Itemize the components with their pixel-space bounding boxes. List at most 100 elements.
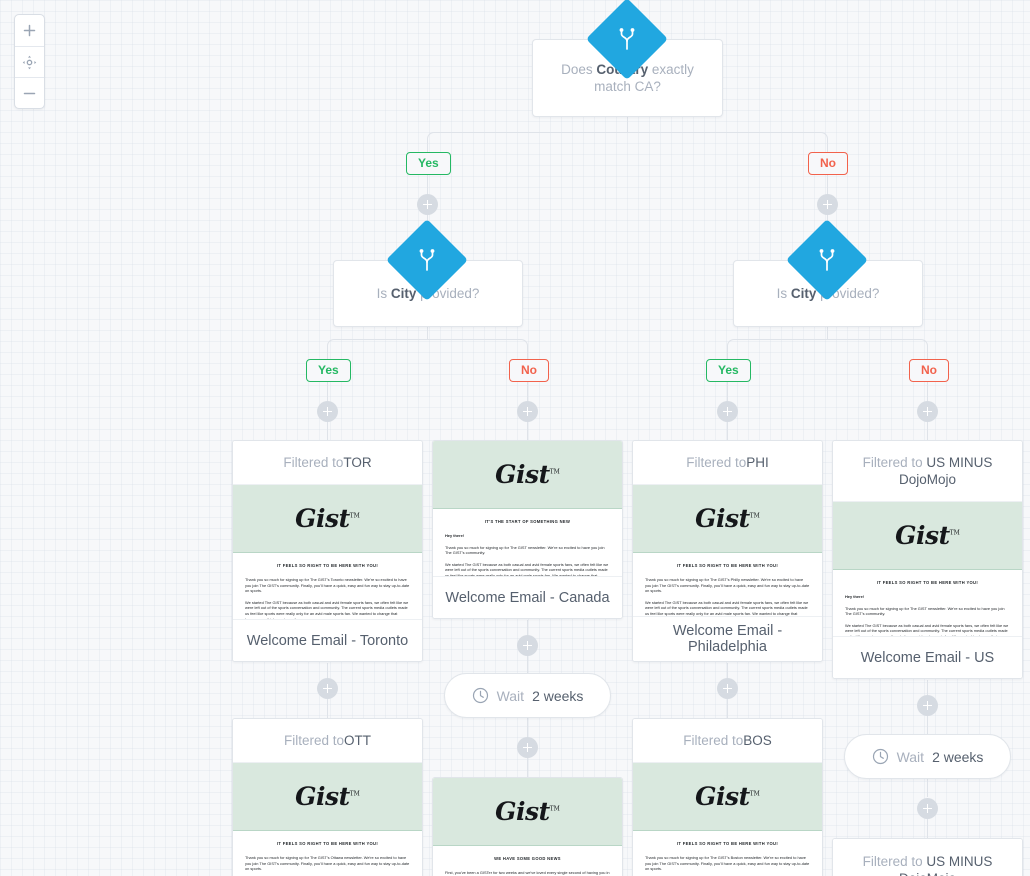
decision-diamond-country[interactable]	[585, 0, 669, 81]
clock-icon	[872, 748, 888, 765]
email-body: IT FEELS SO RIGHT TO BE HERE WITH YOU! T…	[233, 553, 422, 619]
branch-split-icon	[419, 249, 435, 271]
email-body: IT FEELS SO RIGHT TO BE HERE WITH YOU! H…	[833, 570, 1022, 636]
decision-city-left-field: City	[390, 286, 417, 301]
fit-to-screen-button[interactable]	[15, 46, 44, 77]
connector-corner-cityL-right	[427, 339, 528, 355]
wait-node-canada[interactable]: Wait 2 weeks	[444, 673, 611, 718]
connector-phi-down-b	[727, 699, 728, 719]
connector-uswait-down-b	[927, 817, 928, 838]
add-step-button-city-right-no[interactable]	[917, 401, 938, 422]
add-step-button-root-no[interactable]	[817, 194, 838, 215]
decision-city-right-field: City	[790, 286, 817, 301]
branch-badge-no-city-right[interactable]: No	[909, 359, 949, 382]
email-heading: IT FEELS SO RIGHT TO BE HERE WITH YOU!	[276, 563, 379, 568]
filter-value: US MINUS DojoMojo	[898, 455, 993, 487]
email-card-tor[interactable]: Filtered to TOR GistTM IT FEELS SO RIGHT…	[232, 440, 423, 662]
decision-diamond-city-left[interactable]	[385, 218, 469, 302]
zoom-controls	[14, 14, 45, 109]
connector-corner-cityR-left	[727, 339, 828, 355]
add-step-button-after-phi[interactable]	[717, 678, 738, 699]
email-card-bos-filter: Filtered to BOS	[633, 719, 822, 763]
email-heading: IT FEELS SO RIGHT TO BE HERE WITH YOU!	[676, 841, 779, 846]
add-step-button-root-yes[interactable]	[417, 194, 438, 215]
email-paragraph-1: Thank you so much for signing up for The…	[245, 855, 410, 872]
connector-wait-down	[527, 718, 528, 738]
email-card-good-news-preview: GistTM WE HAVE SOME GOOD NEWS First, you…	[433, 778, 622, 876]
add-step-button-after-us[interactable]	[917, 695, 938, 716]
branch-badge-yes-city-left[interactable]: Yes	[306, 359, 351, 382]
email-card-us[interactable]: Filtered to US MINUS DojoMojo GistTM IT …	[832, 440, 1023, 679]
zoom-in-button[interactable]	[15, 15, 44, 46]
email-card-phi[interactable]: Filtered to PHI GistTM IT FEELS SO RIGHT…	[632, 440, 823, 662]
email-card-ott[interactable]: Filtered to OTT GistTM IT FEELS SO RIGHT…	[232, 718, 423, 876]
connector-corner-cityL-left	[327, 339, 428, 355]
gist-logo: GistTM	[895, 521, 960, 550]
filter-text: Filtered to US MINUS DojoMojo	[845, 454, 1010, 488]
email-greeting: Hey there!	[445, 533, 465, 538]
connector-root-down	[627, 117, 628, 133]
add-step-button-after-canada-wait[interactable]	[517, 737, 538, 758]
fit-screen-icon	[22, 55, 37, 69]
email-paragraph-1: Thank you so much for signing up for The…	[645, 855, 810, 872]
email-body: WE HAVE SOME GOOD NEWS First, you've bee…	[433, 846, 622, 876]
email-heading: IT FEELS SO RIGHT TO BE HERE WITH YOU!	[676, 563, 779, 568]
connector-wait-down-b	[527, 758, 528, 777]
email-card-us-filter: Filtered to US MINUS DojoMojo	[833, 441, 1022, 502]
email-card-bos[interactable]: Filtered to BOS GistTM IT FEELS SO RIGHT…	[632, 718, 823, 876]
add-step-button-city-right-yes[interactable]	[717, 401, 738, 422]
filter-prefix: Filtered to	[686, 455, 747, 470]
email-card-ott-preview: GistTM IT FEELS SO RIGHT TO BE HERE WITH…	[233, 763, 422, 876]
filter-prefix: Filtered to	[283, 733, 345, 748]
gist-logo: GistTM	[495, 460, 560, 489]
filter-card-us-minus-bottom-label: Filtered to US MINUS DojoMojo	[833, 839, 1022, 876]
connector-uswait-down	[927, 779, 928, 797]
email-body: IT FEELS SO RIGHT TO BE HERE WITH YOU! T…	[633, 831, 822, 876]
email-body: IT FEELS SO RIGHT TO BE HERE WITH YOU! T…	[633, 553, 822, 616]
add-step-button-after-tor[interactable]	[317, 678, 338, 699]
decision-diamond-city-right[interactable]	[785, 218, 869, 302]
email-hero: GistTM	[833, 502, 1022, 570]
add-step-button-city-left-yes[interactable]	[317, 401, 338, 422]
email-paragraph-2: We started The GIST because as both casu…	[645, 599, 809, 616]
email-hero: GistTM	[433, 778, 622, 846]
wait-node-us[interactable]: Wait 2 weeks	[844, 734, 1011, 779]
zoom-out-button[interactable]	[15, 77, 44, 108]
branch-badge-yes-root[interactable]: Yes	[406, 152, 451, 175]
add-step-button-after-us-wait[interactable]	[917, 798, 938, 819]
email-paragraph-2: We started The GIST because as both casu…	[845, 622, 1009, 636]
branch-badge-no-root[interactable]: No	[808, 152, 848, 175]
email-paragraph-1: Thank you so much for signing up for The…	[245, 577, 410, 594]
branch-badge-no-city-left[interactable]: No	[509, 359, 549, 382]
email-hero: GistTM	[233, 763, 422, 831]
filter-card-us-minus-bottom[interactable]: Filtered to US MINUS DojoMojo	[832, 838, 1023, 876]
email-paragraph-2: We started The GIST because as both casu…	[245, 599, 409, 619]
plus-icon	[23, 24, 36, 37]
connector-us-down-b	[927, 716, 928, 734]
email-hero: GistTM	[433, 441, 622, 509]
decision-country-prefix: Does	[561, 62, 597, 77]
wait-value: 2 weeks	[532, 687, 584, 704]
filter-value: BOS	[743, 733, 772, 748]
filter-text: Filtered to US MINUS DojoMojo	[845, 853, 1010, 876]
minus-icon	[23, 92, 36, 94]
filter-prefix: Filtered to	[862, 455, 927, 470]
email-card-good-news[interactable]: GistTM WE HAVE SOME GOOD NEWS First, you…	[432, 777, 623, 876]
email-card-tor-preview: GistTM IT FEELS SO RIGHT TO BE HERE WITH…	[233, 485, 422, 619]
add-step-button-after-canada[interactable]	[517, 635, 538, 656]
email-card-phi-filter: Filtered to PHI	[633, 441, 822, 485]
email-card-tor-filter: Filtered to TOR	[233, 441, 422, 485]
branch-split-icon	[619, 28, 635, 50]
filter-prefix: Filtered to	[862, 853, 927, 869]
branch-split-icon	[819, 249, 835, 271]
filter-value: PHI	[746, 455, 769, 470]
add-step-button-city-left-no[interactable]	[517, 401, 538, 422]
gist-logo: GistTM	[295, 782, 360, 811]
email-heading: IT FEELS SO RIGHT TO BE HERE WITH YOU!	[876, 580, 979, 585]
wait-label: Wait	[496, 687, 525, 704]
filter-value: TOR	[343, 455, 372, 470]
branch-badge-yes-city-right[interactable]: Yes	[706, 359, 751, 382]
decision-city-right-prefix: Is	[776, 286, 791, 301]
email-card-canada[interactable]: GistTM IT'S THE START OF SOMETHING NEW H…	[432, 440, 623, 619]
